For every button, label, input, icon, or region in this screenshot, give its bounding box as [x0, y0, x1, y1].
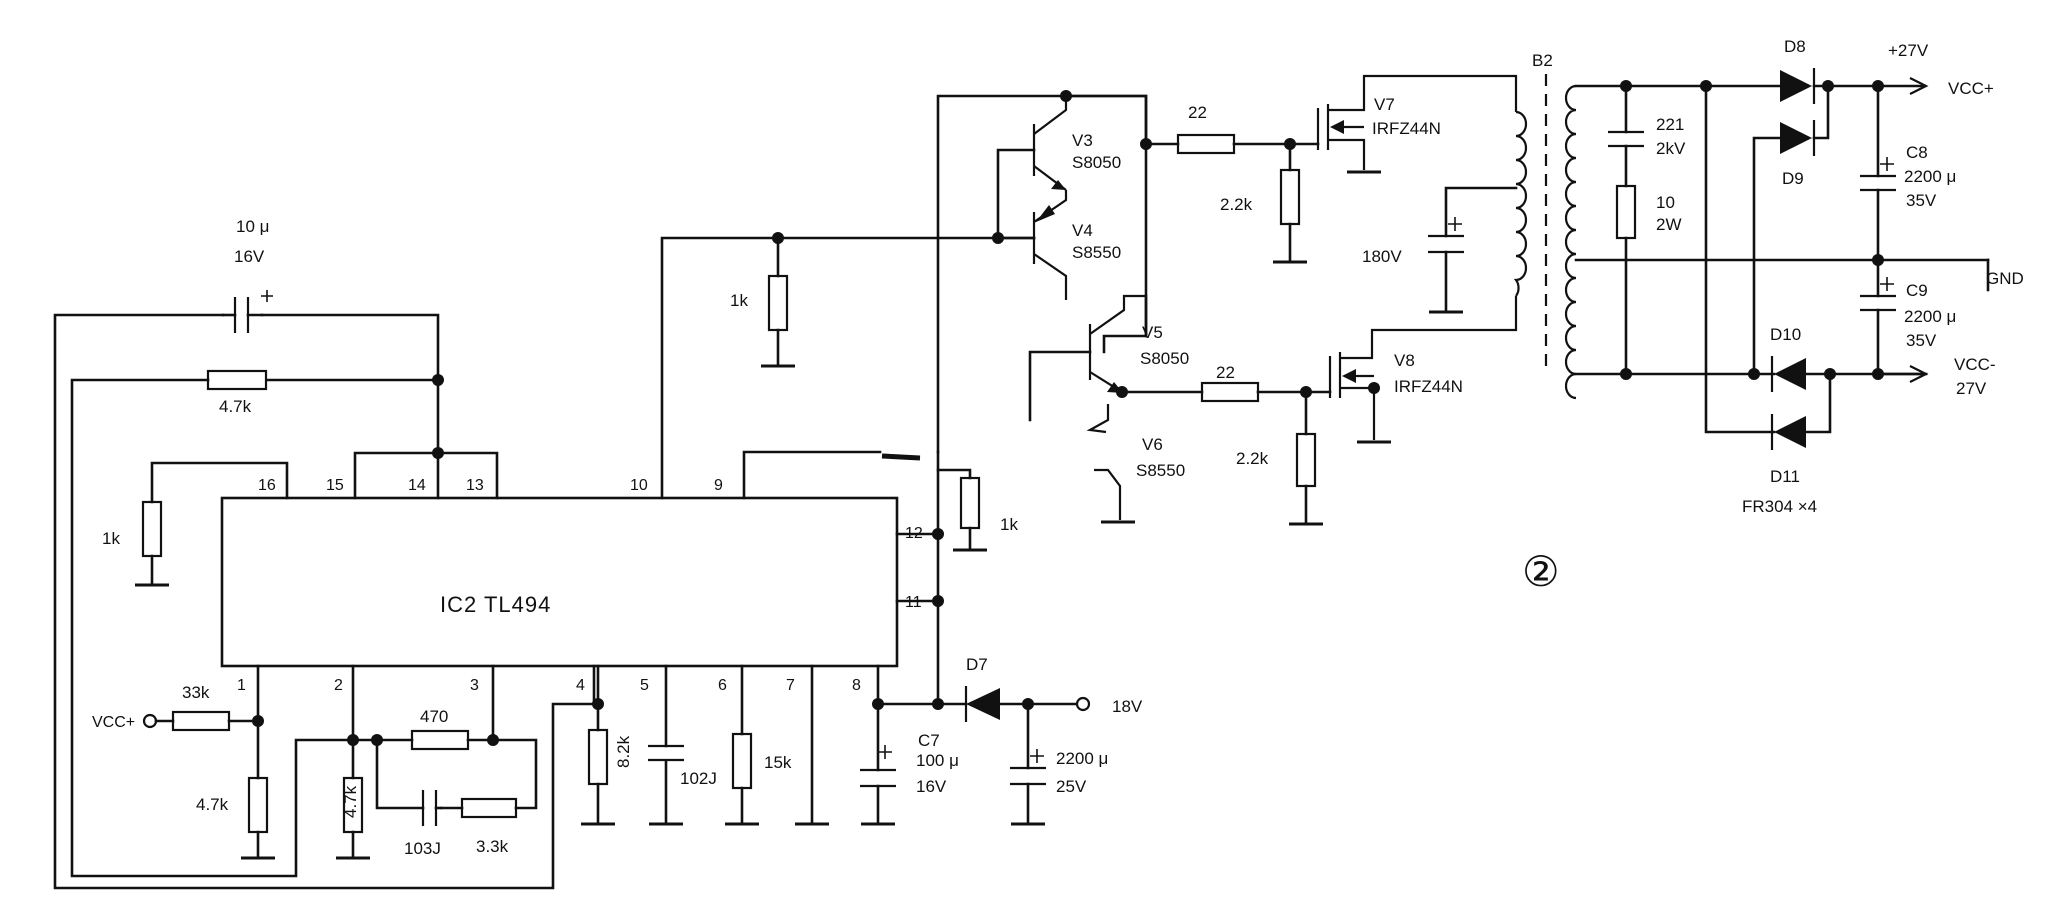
ic-tl494: IC2 TL494	[220, 496, 899, 668]
res-470-value: 470	[420, 707, 448, 726]
v8-name: V8	[1394, 351, 1415, 370]
res-15k-value: 15k	[764, 753, 792, 772]
out-plus-label: VCC+	[1948, 79, 1994, 98]
ic-pin-labels: 16 15 14 13 10 9 12 11 1 2 3 4 5 6 7 8	[237, 477, 923, 694]
d11-name: D11	[1770, 467, 1800, 486]
v6-name: V6	[1142, 435, 1163, 454]
pin-16-label: 16	[258, 477, 276, 494]
c8-value: 2200 μ	[1904, 167, 1956, 186]
res-1k-b-value: 1k	[730, 291, 748, 310]
res-82k-value: 8.2k	[614, 735, 633, 768]
driver-lower: V5 S8050 22 2.2k V6 S8550	[1028, 294, 1325, 526]
res-16-value: 1k	[102, 529, 120, 548]
v7-name: V7	[1374, 95, 1395, 114]
cap-103j-value: 103J	[404, 839, 441, 858]
v4-name: V4	[1072, 221, 1093, 240]
mosfet-v7: V7 IRFZ44N	[1288, 74, 1518, 174]
c7-name: C7	[918, 731, 940, 750]
transformer-b2: 180V B2	[1362, 51, 1577, 400]
pin-6-label: 6	[718, 677, 727, 694]
ic-title: IC2 TL494	[440, 592, 551, 617]
cap-10u-rating: 16V	[234, 247, 265, 266]
pin-5-label: 5	[640, 677, 649, 694]
cap-25v-value: 2200 μ	[1056, 749, 1108, 768]
c9-rating: 35V	[1906, 331, 1937, 350]
c8-name: C8	[1906, 143, 1928, 162]
cap-221-value: 221	[1656, 115, 1684, 134]
output-rectifier: 221 2kV 10 2W D8 D9 D10 D11 FR304 ×4	[1574, 37, 2024, 516]
cap-25v-rating: 25V	[1056, 777, 1087, 796]
feedback-network: 10 μ 16V 4.7k	[53, 217, 596, 890]
pin-11-label: 11	[905, 594, 922, 611]
input-18v-label: 18V	[1112, 697, 1143, 716]
driver-upper: 1k V3 S8050 V4 S8550 22 2.2k	[660, 90, 1309, 500]
pin-4-label: 4	[576, 677, 585, 694]
pin4-7-network: 8.2k 102J 15k	[579, 664, 831, 826]
d9-name: D9	[1782, 169, 1804, 188]
res-fb-value: 4.7k	[219, 397, 252, 416]
pin-14-label: 14	[408, 477, 426, 494]
r22k-a-value: 2.2k	[1220, 195, 1253, 214]
v3-name: V3	[1072, 131, 1093, 150]
c7-value: 100 μ	[916, 751, 959, 770]
v5-part: S8050	[1140, 349, 1189, 368]
mosfet-v8: V8 IRFZ44N	[1304, 296, 1518, 444]
v8-part: IRFZ44N	[1394, 377, 1463, 396]
out-plus-volt: +27V	[1888, 41, 1929, 60]
pin-1-label: 1	[237, 677, 246, 694]
d8-name: D8	[1784, 37, 1806, 56]
c9-name: C9	[1906, 281, 1928, 300]
d10-name: D10	[1770, 325, 1801, 344]
out-minus-label: VCC-	[1954, 355, 1996, 374]
res-10-rating: 2W	[1656, 215, 1682, 234]
v6-part: S8550	[1136, 461, 1185, 480]
cap-102j-value: 102J	[680, 769, 717, 788]
cap-180v-value: 180V	[1362, 247, 1402, 266]
res-33k-value: 33k	[182, 683, 210, 702]
v5-name: V5	[1142, 323, 1163, 342]
pin-15-label: 15	[326, 477, 344, 494]
gnd-label: GND	[1986, 269, 2024, 288]
c7-rating: 16V	[916, 777, 947, 796]
pin16-network: 1k	[102, 461, 289, 587]
c9-value: 2200 μ	[1904, 307, 1956, 326]
v3-part: S8050	[1072, 153, 1121, 172]
pin1-network: VCC+ 33k 4.7k	[92, 664, 277, 860]
c8-rating: 35V	[1906, 191, 1937, 210]
v4-part: S8550	[1072, 243, 1121, 262]
supply-network: C7 100 μ 16V D7 18V 2200 μ 25V 1k	[742, 94, 1148, 826]
pin-3-label: 3	[470, 677, 479, 694]
pin-9-label: 9	[714, 477, 723, 494]
pin-13-label: 13	[466, 477, 484, 494]
r22b-value: 22	[1216, 363, 1235, 382]
figure-number: ②	[1522, 548, 1560, 595]
d7-name: D7	[966, 655, 988, 674]
pin-7-label: 7	[786, 677, 795, 694]
pin-2-label: 2	[334, 677, 343, 694]
res-p1-value: 4.7k	[196, 795, 229, 814]
res-1k-c-value: 1k	[1000, 515, 1018, 534]
cap-10u-value: 10 μ	[236, 217, 269, 236]
vcc-input-label: VCC+	[92, 714, 135, 731]
pin-8-label: 8	[852, 677, 861, 694]
pin-10-label: 10	[630, 477, 648, 494]
cap-221-rating: 2kV	[1656, 139, 1686, 158]
b2-name: B2	[1532, 51, 1553, 70]
r22a-value: 22	[1188, 103, 1207, 122]
v7-part: IRFZ44N	[1372, 119, 1441, 138]
r22k-b-value: 2.2k	[1236, 449, 1269, 468]
out-minus-volt: 27V	[1956, 379, 1987, 398]
res-p2-value: 4.7k	[341, 785, 360, 818]
pin2-pin3-network: 4.7k 470 103J 3.3k	[334, 664, 538, 860]
res-10-value: 10	[1656, 193, 1675, 212]
res-33-value: 3.3k	[476, 837, 509, 856]
d11-part: FR304 ×4	[1742, 497, 1817, 516]
